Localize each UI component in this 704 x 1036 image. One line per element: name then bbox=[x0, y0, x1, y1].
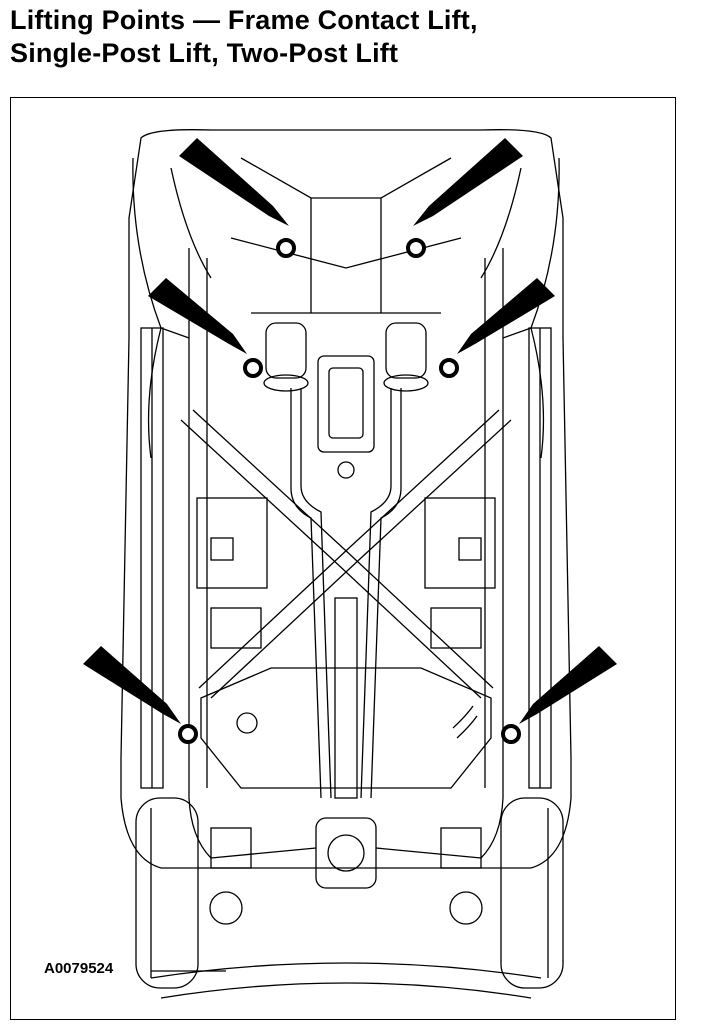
figure-id-label: A0079524 bbox=[44, 960, 114, 977]
lift-point-marker bbox=[243, 358, 263, 378]
lift-point-mid-left bbox=[148, 278, 263, 378]
lift-point-front-left bbox=[179, 138, 296, 258]
lift-point-marker bbox=[501, 724, 521, 744]
lift-point-mid-right bbox=[439, 278, 555, 378]
lift-point-rear-left bbox=[83, 646, 198, 744]
underbody-linework bbox=[120, 129, 572, 999]
diagram-frame bbox=[10, 97, 676, 1020]
lift-point-marker bbox=[439, 358, 459, 378]
title-line-1: Lifting Points — Frame Contact Lift, bbox=[10, 5, 478, 35]
lift-point-front-right bbox=[406, 138, 523, 258]
page-title: Lifting Points — Frame Contact Lift, Sin… bbox=[10, 4, 478, 70]
lift-point-marker bbox=[276, 238, 296, 258]
lift-point-marker bbox=[406, 238, 426, 258]
lift-point-marker bbox=[178, 724, 198, 744]
title-line-2: Single-Post Lift, Two-Post Lift bbox=[10, 38, 399, 68]
lift-point-rear-right bbox=[501, 646, 617, 744]
vehicle-underbody-diagram bbox=[83, 129, 617, 999]
